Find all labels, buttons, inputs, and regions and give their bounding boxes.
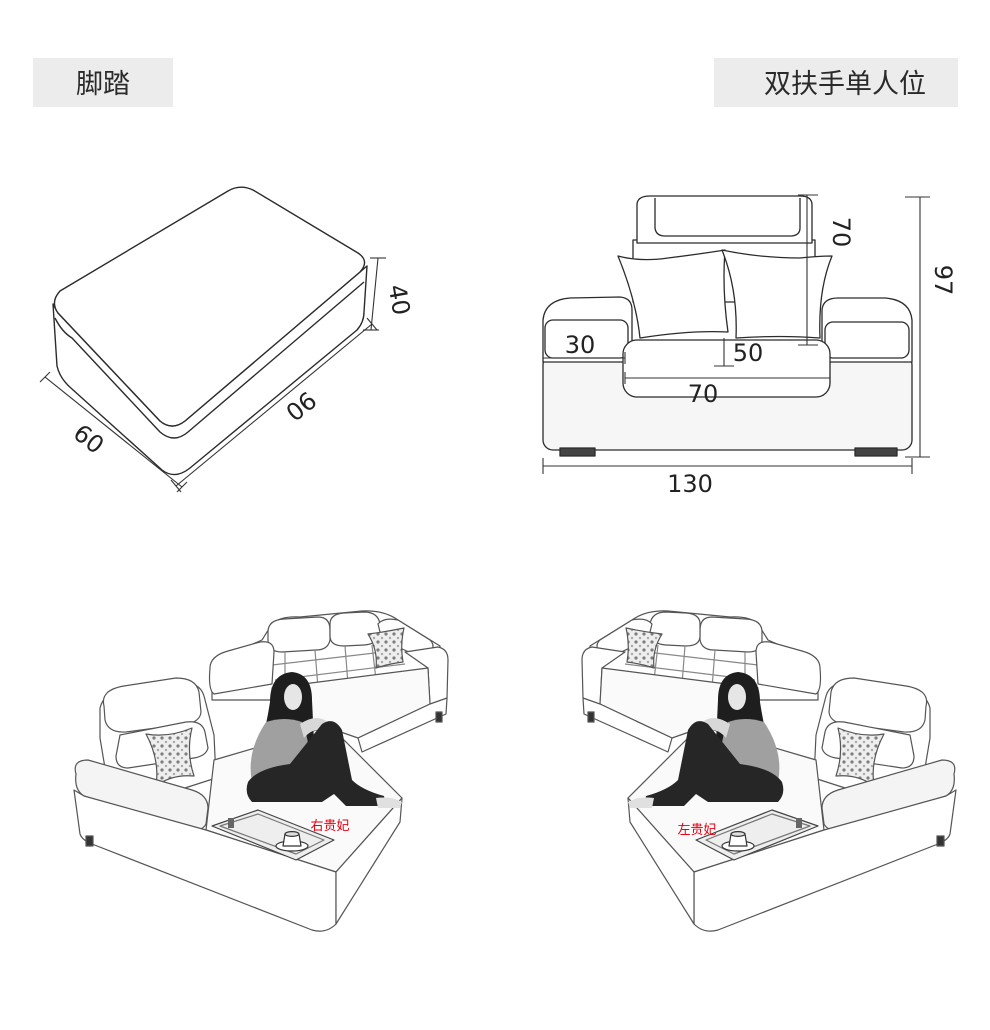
armchair-foot-left (559, 447, 596, 457)
ottoman-dimension-lines (39, 257, 386, 493)
ottoman-title: 脚踏 (76, 69, 130, 100)
arm-width-value: 30 (565, 331, 596, 359)
ottoman-depth-tick (176, 481, 188, 493)
overall-width-value: 130 (667, 470, 713, 498)
ottoman-cushion-seam (54, 281, 365, 439)
ottoman-length-tick (366, 317, 378, 331)
ottoman-height-value: 40 (383, 282, 416, 317)
armchair-drawing (542, 195, 913, 457)
ottoman-depth-value: 60 (68, 419, 109, 460)
seat-height-value: 50 (733, 339, 764, 367)
armchair-pillow-right (721, 249, 833, 339)
armchair-header-box (714, 58, 958, 107)
ottoman-depth-tick (39, 371, 51, 383)
ottoman-drawing (52, 186, 368, 476)
ottoman-depth-line (44, 376, 183, 488)
ottoman-length-line (175, 323, 373, 487)
right-chaise-sectional (73, 610, 449, 932)
overall-height-value: 97 (929, 265, 957, 296)
ottoman-top-cushion (53, 186, 366, 427)
armchair-foot-right (854, 447, 898, 457)
ottoman-header: 脚踏 (33, 58, 173, 107)
armchair-right-arm-cushion (824, 321, 910, 359)
ottoman-length-value: 90 (280, 385, 321, 426)
left-chaise-sectional (581, 610, 957, 932)
armchair-title: 双扶手单人位 (764, 69, 926, 100)
armchair-headrest-cushion (654, 198, 801, 237)
left-chaise-label: 左贵妃 (677, 823, 716, 838)
ottoman-header-box (33, 58, 173, 107)
seat-width-value: 70 (688, 380, 719, 408)
armchair-dimension-lines (542, 194, 930, 474)
armchair-pillow-left (617, 249, 729, 339)
right-chaise-label: 右贵妃 (310, 819, 349, 834)
armchair-headrest (636, 195, 813, 244)
armchair-seat-cushion (622, 339, 831, 398)
armchair-header: 双扶手单人位 (714, 58, 958, 107)
back-height-value: 70 (827, 217, 855, 248)
ottoman-height-line (370, 257, 379, 331)
